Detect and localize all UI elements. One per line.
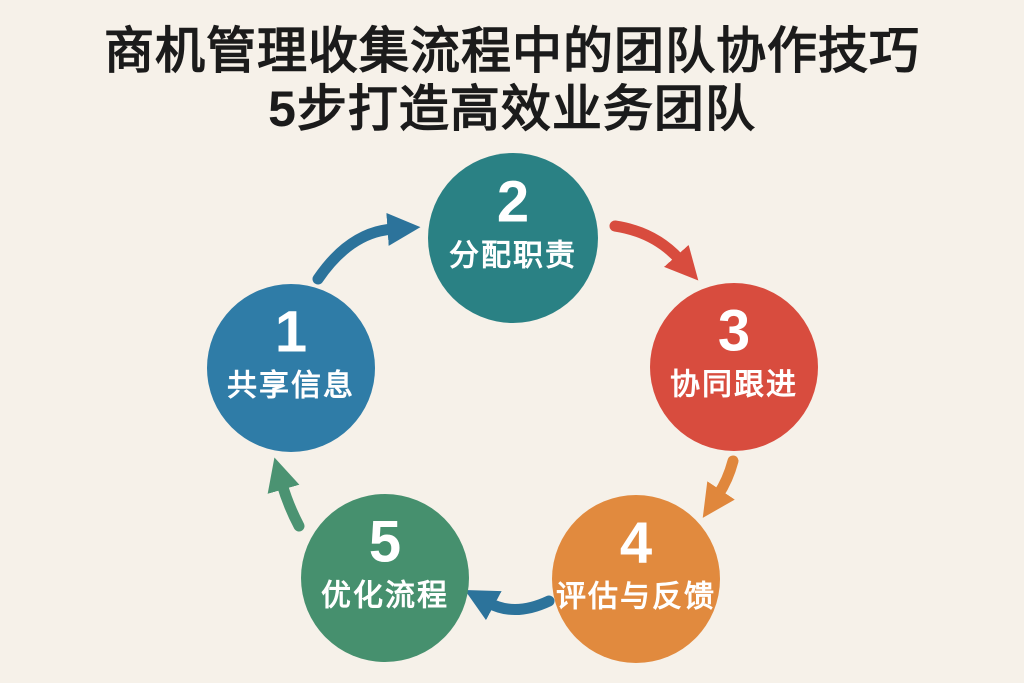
step-1-circle xyxy=(207,284,375,452)
step-1-label: 共享信息 xyxy=(227,369,355,403)
step-4-circle xyxy=(552,495,720,663)
step-4-label: 评估与反馈 xyxy=(556,581,716,614)
step-3-group: 3 协同跟进 xyxy=(650,283,818,451)
arrow-3-to-4 xyxy=(702,455,739,518)
step-5-circle xyxy=(301,494,469,662)
step-5-group: 5 优化流程 xyxy=(301,494,469,662)
step-3-number: 3 xyxy=(718,299,750,364)
step-3-label: 协同跟进 xyxy=(670,369,798,402)
title-line-1: 商机管理收集流程中的团队协作技巧 xyxy=(104,23,920,79)
arrow-5-to-1 xyxy=(267,457,305,532)
step-4-number: 4 xyxy=(620,511,652,576)
step-5-label: 优化流程 xyxy=(321,580,449,613)
step-4-group: 4 评估与反馈 xyxy=(552,495,720,663)
page-title: 商机管理收集流程中的团队协作技巧 5步打造高效业务团队 xyxy=(0,22,1024,138)
arrow-1-to-2 xyxy=(312,212,421,285)
step-3-circle xyxy=(650,283,818,451)
step-2-number: 2 xyxy=(497,170,529,235)
arrow-4-to-5 xyxy=(464,589,555,621)
step-2-label: 分配职责 xyxy=(449,240,577,273)
title-line-2: 5步打造高效业务团队 xyxy=(268,81,756,137)
step-1-group: 1 共享信息 xyxy=(207,284,375,452)
step-1-number: 1 xyxy=(275,300,307,365)
arrow-2-to-3 xyxy=(609,220,699,281)
step-2-group: 2 分配职责 xyxy=(428,153,598,323)
step-2-circle xyxy=(428,153,598,323)
step-5-number: 5 xyxy=(369,510,401,575)
